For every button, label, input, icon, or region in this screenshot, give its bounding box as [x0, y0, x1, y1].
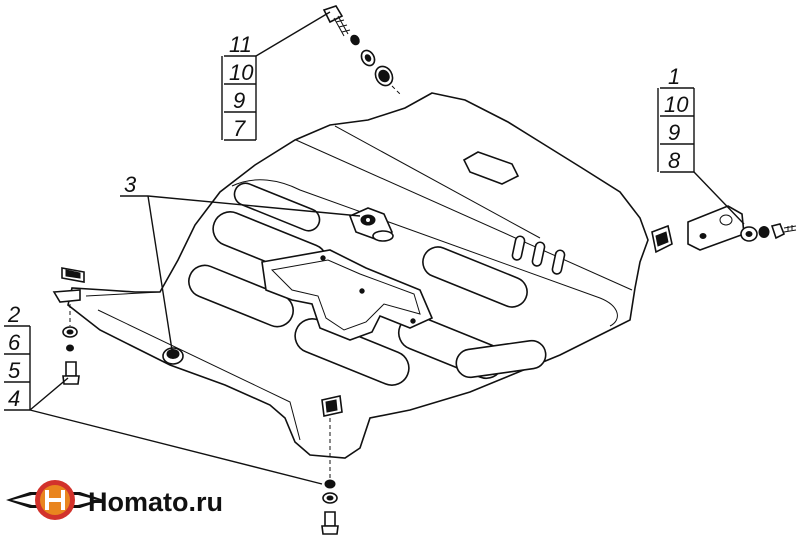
center-bolt-clip [348, 207, 394, 242]
plate-top-window [462, 151, 520, 185]
callout-center-label: 3 [124, 172, 137, 197]
vent-slots [511, 235, 566, 275]
callout-right-4: 8 [668, 148, 681, 173]
fold-line-top [295, 139, 633, 291]
left-bracket [52, 267, 85, 303]
left-fastener-stack [62, 304, 80, 385]
callout-left-3: 5 [8, 358, 21, 383]
callout-right-1: 1 [668, 64, 680, 89]
callout-left-4: 4 [8, 386, 20, 411]
plate-holes [320, 255, 416, 324]
callout-left-1: 2 [7, 302, 20, 327]
right-mounting-bracket [651, 205, 745, 254]
bottom-fastener-stack [321, 418, 339, 535]
callout-left-2: 6 [8, 330, 21, 355]
callout-right-2: 10 [664, 92, 689, 117]
callout-table-left: 2 6 5 4 [4, 302, 323, 485]
plate-ribs [188, 182, 547, 386]
callout-right-3: 9 [668, 120, 680, 145]
callout-table-top-left: 11 10 9 7 [221, 11, 331, 141]
callout-top-left-3: 9 [233, 88, 245, 113]
fold-line-bottom [97, 309, 301, 441]
site-logo: Homato.ru [6, 480, 223, 520]
callout-top-left-1: 11 [229, 32, 252, 57]
right-fastener-stack [740, 223, 797, 242]
logo-text: Homato.ru [88, 487, 223, 517]
fold-line-left [85, 291, 161, 297]
logo-emblem-icon [6, 480, 104, 520]
bottom-bracket [321, 395, 343, 417]
callout-table-right: 1 10 9 8 [657, 64, 745, 225]
top-fastener-stack [322, 5, 401, 95]
lower-nut [162, 347, 184, 365]
callout-top-left-4: 7 [233, 116, 246, 141]
callout-center: 3 [120, 172, 361, 351]
callout-top-left-2: 10 [229, 60, 254, 85]
